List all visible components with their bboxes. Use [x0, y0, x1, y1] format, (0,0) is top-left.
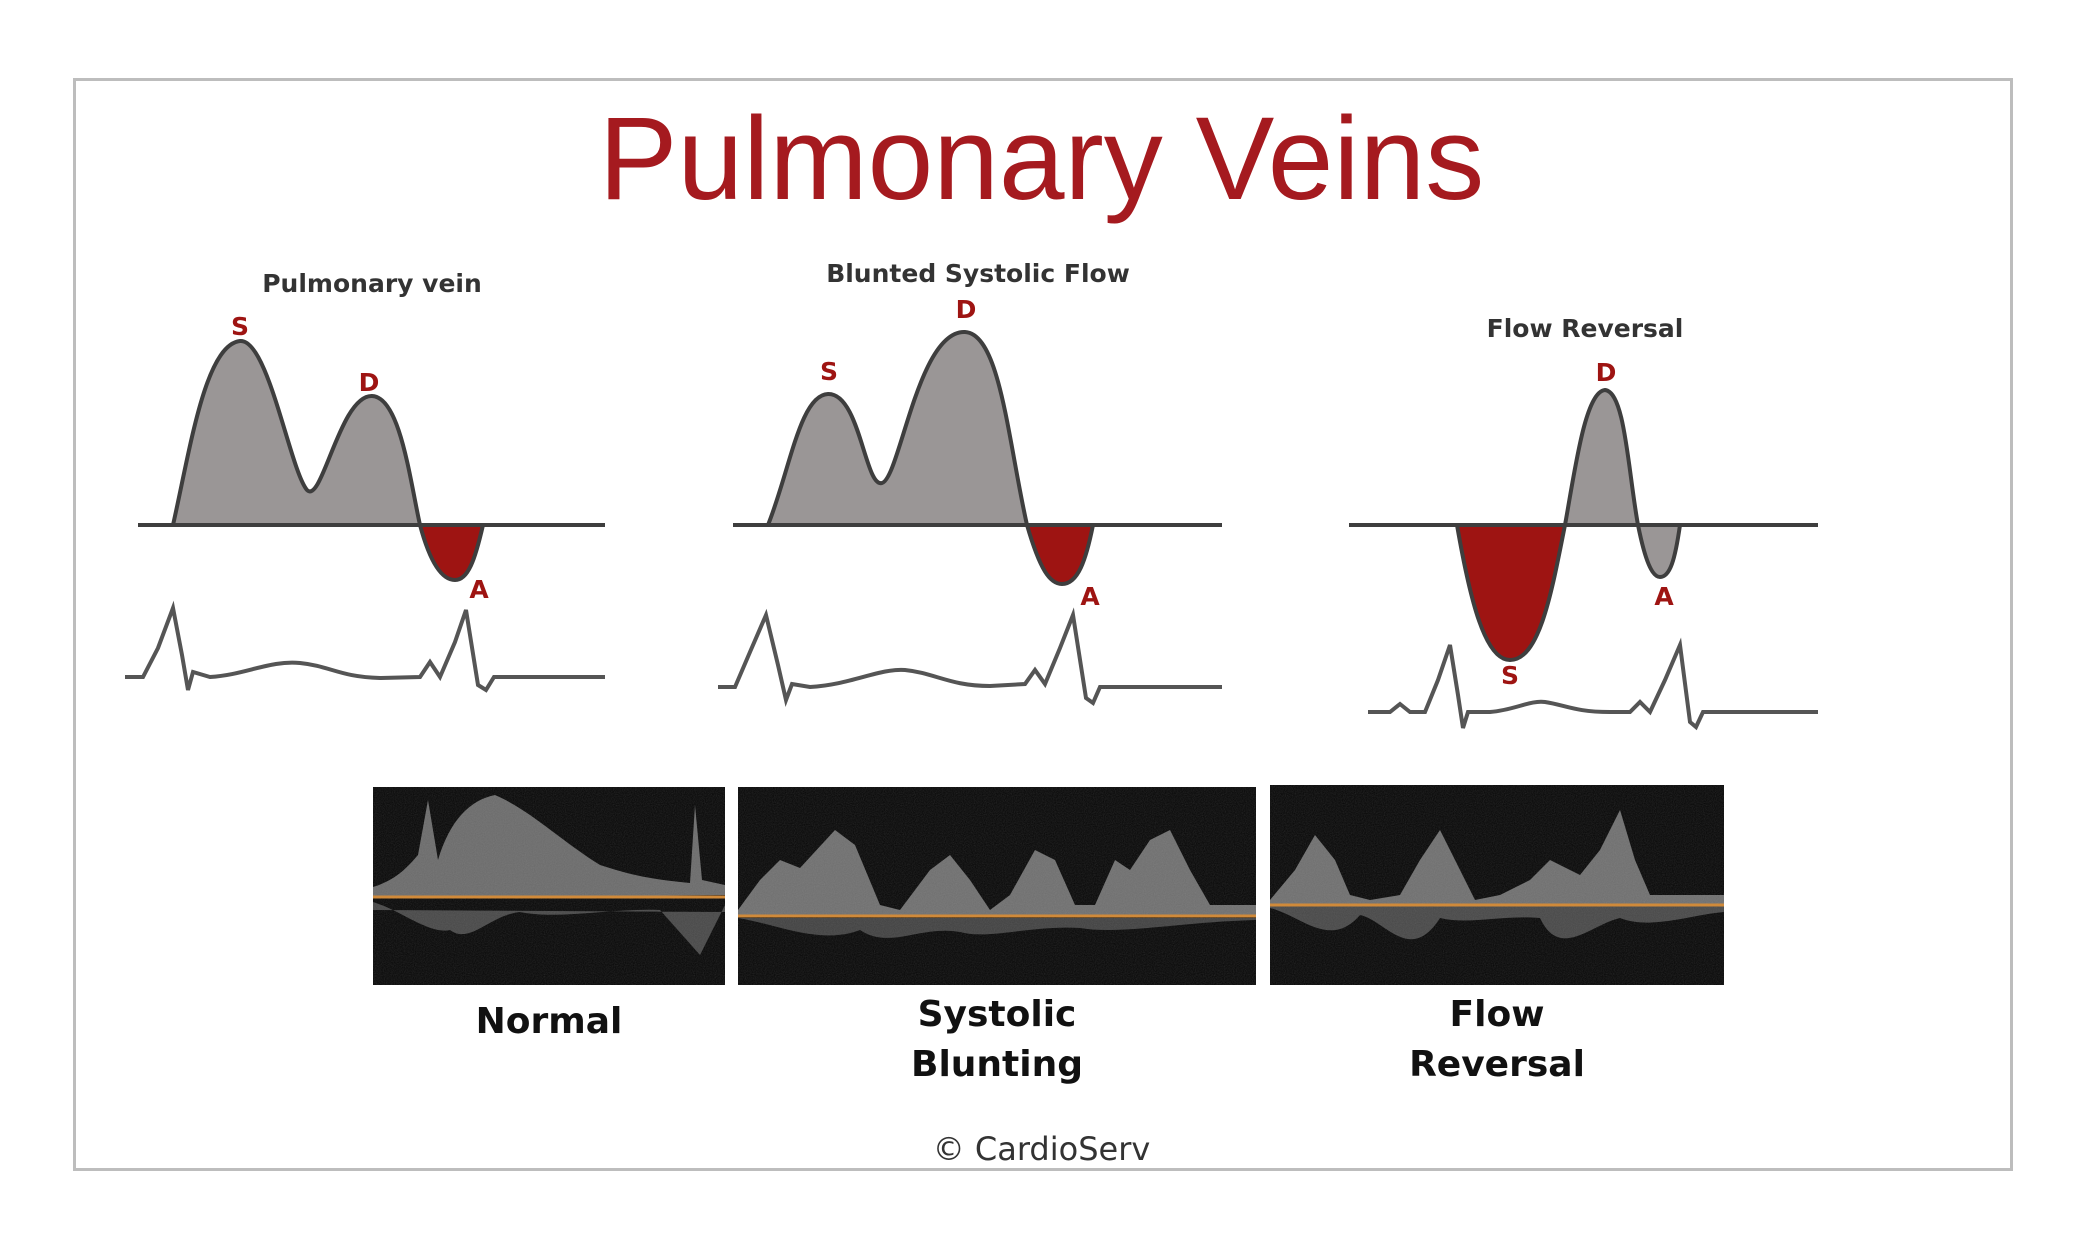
diagram-reversal: Flow Reversal S D A [1349, 314, 1818, 731]
diagram-heading: Pulmonary vein [262, 269, 482, 298]
image-caption-systolic-blunting: Systolic Blunting [911, 994, 1083, 1085]
d-wave [1562, 387, 1641, 527]
diagram-normal: Pulmonary vein S D A [125, 269, 605, 693]
ecg-trace [718, 607, 1222, 707]
doppler-image-flow-reversal [1270, 785, 1724, 985]
diagram-blunted: Blunted Systolic Flow S D A [718, 259, 1222, 707]
ecg-trace [1368, 637, 1818, 731]
s-wave-reversed [1454, 523, 1568, 663]
s-label: S [1501, 661, 1519, 690]
d-label: D [359, 368, 380, 397]
s-label: S [231, 312, 249, 341]
doppler-image-normal [373, 787, 725, 985]
s-d-wave [765, 329, 1030, 527]
image-caption-normal: Normal [475, 1001, 623, 1042]
diagram-heading: Blunted Systolic Flow [826, 259, 1130, 288]
d-label: D [1596, 358, 1617, 387]
s-label: S [820, 357, 838, 386]
d-label: D [956, 295, 977, 324]
a-wave [417, 523, 486, 583]
copyright-text: © CardioServ [932, 1130, 1151, 1168]
a-label: A [469, 575, 489, 604]
slide-frame [73, 78, 2013, 1171]
a-wave [1024, 523, 1096, 587]
s-d-wave [170, 339, 423, 527]
doppler-image-systolic-blunting [738, 787, 1256, 985]
image-caption-flow-reversal: Flow Reversal [1409, 994, 1585, 1085]
a-wave [1635, 523, 1683, 580]
ecg-trace [125, 600, 605, 693]
a-label: A [1654, 582, 1674, 611]
diagram-heading: Flow Reversal [1487, 314, 1684, 343]
page-title: Pulmonary Veins [598, 93, 1485, 225]
a-label: A [1080, 582, 1100, 611]
